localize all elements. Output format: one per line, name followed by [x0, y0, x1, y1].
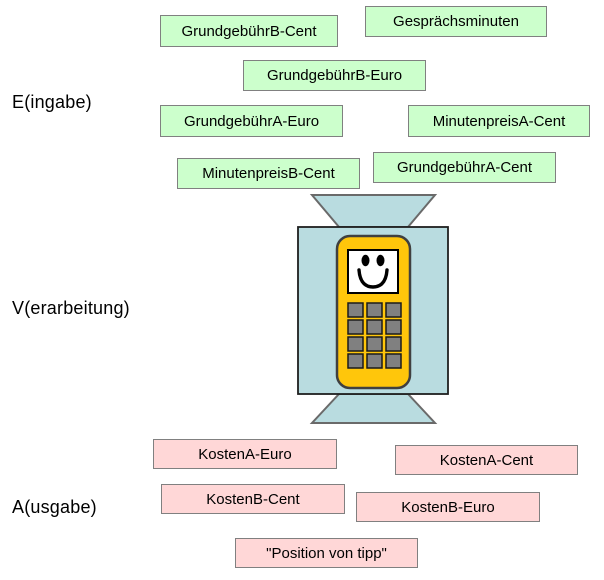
input-box-grundgebuehr-b-cent[interactable]: GrundgebührB-Cent — [160, 15, 338, 47]
section-label-verarbeitung: V(erarbeitung) — [12, 298, 130, 318]
input-box-minutenpreis-a-cent[interactable]: MinutenpreisA-Cent — [408, 105, 590, 137]
input-box-grundgebuehr-a-euro[interactable]: GrundgebührA-Euro — [160, 105, 343, 137]
phone-key — [366, 319, 383, 335]
input-funnel-shape — [309, 194, 438, 228]
phone-key — [385, 319, 402, 335]
section-label-eingabe: E(ingabe) — [12, 92, 92, 112]
phone-key — [347, 336, 364, 352]
phone-key — [347, 319, 364, 335]
phone-key — [366, 302, 383, 318]
smiley-face-icon — [357, 254, 389, 289]
section-label-ausgabe: A(usgabe) — [12, 497, 97, 517]
input-box-gespraechsminuten[interactable]: Gesprächsminuten — [365, 6, 547, 37]
phone-keypad — [347, 302, 402, 369]
phone-key — [366, 353, 383, 369]
phone-key — [385, 353, 402, 369]
phone-key — [385, 302, 402, 318]
phone-key — [347, 302, 364, 318]
phone-key — [347, 353, 364, 369]
output-box-kosten-b-cent[interactable]: KostenB-Cent — [161, 484, 345, 514]
output-box-position-von-tipp[interactable]: "Position von tipp" — [235, 538, 418, 568]
input-box-minutenpreis-b-cent[interactable]: MinutenpreisB-Cent — [177, 158, 360, 189]
output-funnel-shape — [309, 393, 438, 424]
output-box-kosten-a-euro[interactable]: KostenA-Euro — [153, 439, 337, 469]
input-box-grundgebuehr-a-cent[interactable]: GrundgebührA-Cent — [373, 152, 556, 183]
input-box-grundgebuehr-b-euro[interactable]: GrundgebührB-Euro — [243, 60, 426, 91]
phone-key — [385, 336, 402, 352]
phone-key — [366, 336, 383, 352]
output-box-kosten-b-euro[interactable]: KostenB-Euro — [356, 492, 540, 522]
output-box-kosten-a-cent[interactable]: KostenA-Cent — [395, 445, 578, 475]
